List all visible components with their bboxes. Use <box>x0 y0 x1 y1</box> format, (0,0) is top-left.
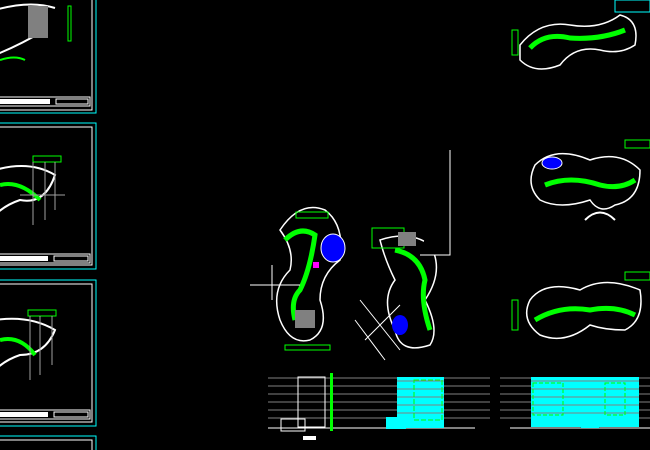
elevation-right[interactable] <box>500 377 650 429</box>
sheet-4[interactable] <box>0 435 97 450</box>
floor-plan-right-top[interactable] <box>511 0 650 70</box>
sheet-2[interactable] <box>0 122 97 270</box>
elevation-left[interactable] <box>268 373 490 440</box>
floor-plan-right-middle[interactable] <box>530 139 650 221</box>
sheet-3[interactable] <box>0 279 97 427</box>
sheet-1[interactable] <box>0 0 97 114</box>
floor-plan-right-bottom[interactable] <box>511 271 650 340</box>
floor-plan-center-left[interactable] <box>250 206 346 351</box>
layout-sheets <box>0 0 97 450</box>
floor-plan-center-right[interactable] <box>354 150 451 361</box>
